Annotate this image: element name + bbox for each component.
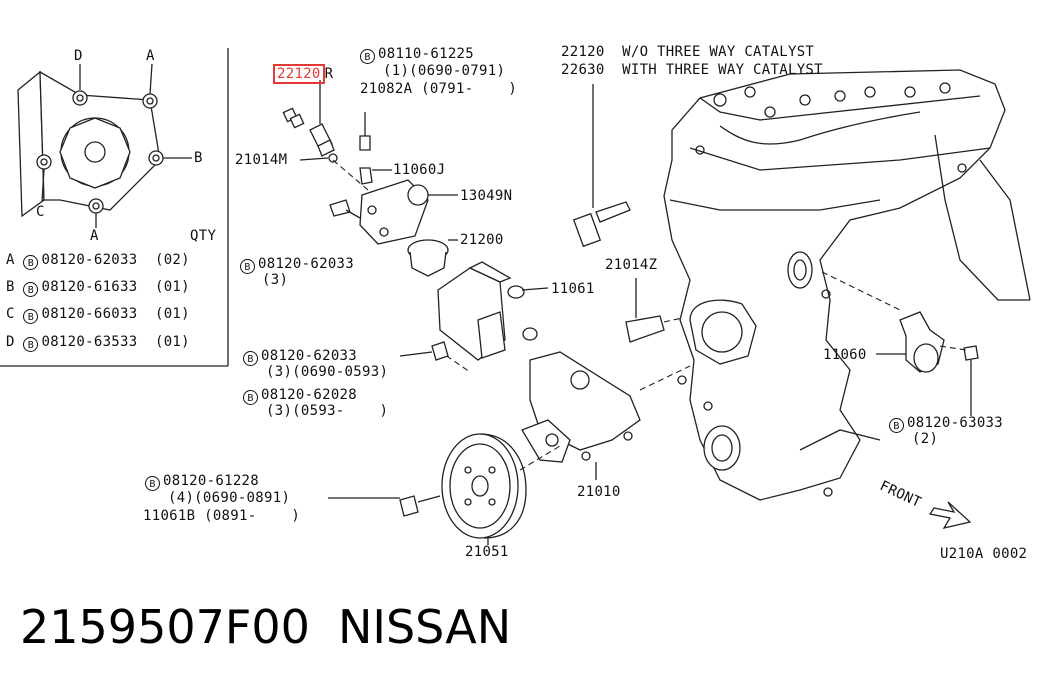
bolt-qty: (02) (154, 252, 190, 268)
label-11060j[interactable]: 11060J (393, 162, 446, 178)
bolt-symbol-icon: B (243, 351, 258, 366)
label-11061b[interactable]: 11061B (0891- ) (143, 508, 301, 524)
bolt-symbol-icon: B (23, 309, 39, 324)
bolt-qty: (01) (154, 306, 190, 322)
part-code: 22120 (561, 44, 605, 60)
bolt-part: 08120-62028 (261, 387, 358, 403)
part-desc: W/O THREE WAY CATALYST (622, 44, 815, 60)
bolt-letter: B (6, 279, 15, 295)
thermo-sensor-parts (282, 80, 392, 191)
bolt-symbol-icon: B (145, 476, 160, 491)
bolt-qty: (3) (262, 272, 289, 288)
inset-label-a-top: A (146, 48, 155, 64)
diagram-code: U210A 0002 (940, 546, 1028, 562)
part-desc: WITH THREE WAY CATALYST (622, 62, 823, 78)
inset-label-d: D (74, 48, 83, 64)
label-21200[interactable]: 21200 (460, 232, 504, 248)
alt-part-label: 21082A (0791- ) (360, 81, 518, 97)
bolt-part: 08120-66033 (41, 306, 138, 322)
label-13049n[interactable]: 13049N (460, 188, 513, 204)
water-pump (521, 351, 641, 480)
bolt-part: 08120-63033 (907, 415, 1004, 431)
bolt-part: 08120-62033 (261, 348, 358, 364)
bolt-qty: (4)(0690-0891) (168, 490, 291, 506)
bolt-qty: (2) (912, 431, 939, 447)
bolt-symbol-icon: B (23, 282, 39, 297)
bolt-part: 08120-61228 (163, 473, 260, 489)
label-21014z[interactable]: 21014Z (605, 257, 658, 273)
bolt-symbol-icon: B (240, 259, 255, 274)
bolt-qty: (01) (154, 334, 190, 350)
label-21051[interactable]: 21051 (465, 544, 509, 560)
water-inlet (437, 261, 549, 373)
inset-box (0, 48, 229, 367)
bolt-symbol-icon: B (889, 418, 904, 433)
bolt-qty: (01) (154, 279, 190, 295)
qty-header: QTY (190, 228, 217, 244)
bolt-qty: (3)(0690-0593) (266, 364, 389, 380)
bolt-part: 08120-63533 (41, 334, 138, 350)
bolt-letter: A (6, 252, 15, 268)
label-21014m[interactable]: 21014M (235, 152, 288, 168)
bolt-symbol-icon: B (360, 49, 375, 64)
label-11061[interactable]: 11061 (551, 281, 595, 297)
pump-pulley (328, 433, 561, 545)
thermostat-housing (329, 179, 458, 245)
engine-block (639, 69, 1031, 501)
temp-sensor-connector (572, 84, 631, 248)
header-22120: 22120 W/O THREE WAY CATALYST (561, 44, 814, 60)
bolt-qty: (3)(0593- ) (266, 403, 389, 419)
bolt-part: 08120-62033 (41, 252, 138, 268)
label-11060[interactable]: 11060 (823, 347, 867, 363)
bolt-part: 08120-61633 (41, 279, 138, 295)
front-arrow-icon (928, 501, 972, 529)
inset-label-b: B (194, 150, 203, 166)
bolt-part-number: 08110-61225 (378, 46, 475, 62)
bolt-letter: D (6, 334, 15, 350)
label-21010[interactable]: 21010 (577, 484, 621, 500)
bolt-symbol-icon: B (23, 255, 39, 270)
bolt-qty: (1)(0690-0791) (383, 63, 506, 79)
inset-label-a-bottom: A (90, 228, 99, 244)
highlight-box[interactable]: 22120 (273, 64, 325, 84)
bolt-symbol-icon: B (243, 390, 258, 405)
header-22630: 22630 WITH THREE WAY CATALYST (561, 62, 823, 78)
bolt-letter: C (6, 306, 15, 322)
bolt-markers (399, 341, 979, 416)
bolt-part: 08120-62033 (258, 256, 355, 272)
thermostat (407, 239, 458, 277)
inset-label-c: C (36, 204, 45, 220)
water-outlet (876, 311, 967, 373)
part-number-title: 2159507F00 (20, 600, 310, 654)
bolt-symbol-icon: B (23, 337, 39, 352)
brand-title: NISSAN (338, 600, 512, 654)
part-code: 22630 (561, 62, 605, 78)
highlight-suffix: R (324, 66, 334, 82)
